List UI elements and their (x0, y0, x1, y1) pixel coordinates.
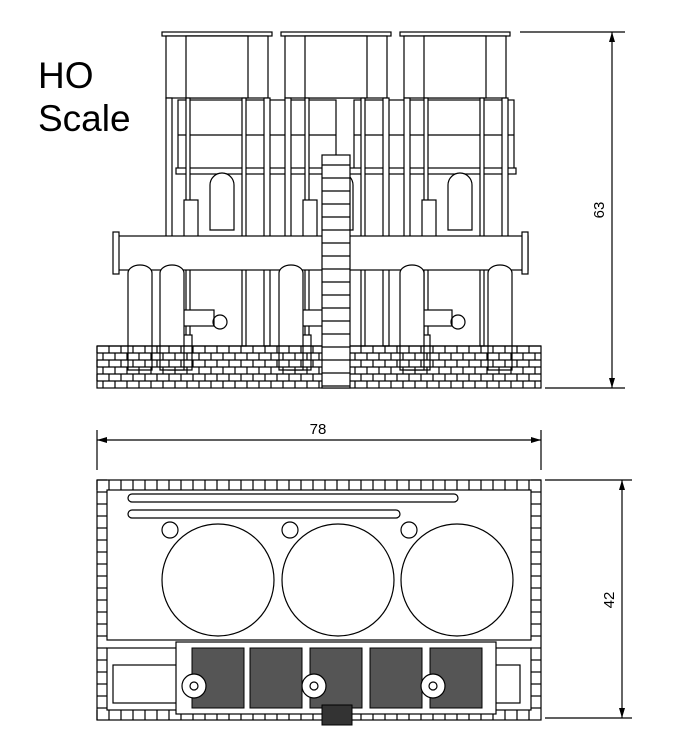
nozzle (281, 521, 299, 539)
column (479, 97, 485, 347)
depth-dimension: 42 (545, 479, 632, 719)
support-leg (399, 264, 425, 371)
vessel (209, 172, 235, 231)
column (360, 97, 366, 347)
height-dimension: 63 (520, 31, 625, 389)
scale-label: HO Scale (38, 54, 131, 140)
tank-panel (304, 35, 368, 99)
height-label: 63 (591, 202, 608, 219)
grating-platform (175, 641, 497, 715)
nozzle (161, 521, 179, 539)
brick-base (96, 345, 542, 389)
brick-base-outline (96, 345, 542, 389)
support-leg (487, 264, 513, 371)
scale-label-line1: HO (38, 55, 94, 96)
scale-label-line2: Scale (38, 98, 131, 139)
tank-circle (400, 523, 514, 637)
valve-hub (189, 681, 199, 691)
tank-circle (281, 523, 395, 637)
valve-wheel (301, 673, 327, 699)
plan-view (96, 479, 542, 726)
valve-hub (428, 681, 438, 691)
depth-label: 42 (601, 592, 618, 609)
nozzle (400, 521, 418, 539)
tank-panel (423, 35, 487, 99)
width-label: 78 (310, 421, 327, 438)
tank-circle (161, 523, 275, 637)
grate-panel (249, 647, 303, 709)
width-dimension: 78 (96, 421, 542, 470)
column (263, 97, 271, 347)
valve-wheel (181, 673, 207, 699)
valve-wheel (420, 673, 446, 699)
tank-tops (161, 31, 511, 99)
support-leg (159, 264, 185, 371)
front-elevation (96, 31, 542, 389)
ladder-frame (321, 154, 351, 389)
column (241, 97, 247, 347)
valve-wheels (181, 673, 446, 699)
support-leg (127, 264, 153, 371)
support-leg (278, 264, 304, 371)
valve-hub (309, 681, 319, 691)
column (382, 97, 390, 347)
valve-handwheel (212, 314, 228, 330)
grate-panel (369, 647, 423, 709)
valve-handwheel (450, 314, 466, 330)
tank-panel (185, 35, 249, 99)
stair (321, 704, 353, 726)
tanks-plan (161, 521, 514, 637)
ladder (321, 154, 351, 389)
vessel (447, 172, 473, 231)
plan-pipes (112, 493, 521, 704)
